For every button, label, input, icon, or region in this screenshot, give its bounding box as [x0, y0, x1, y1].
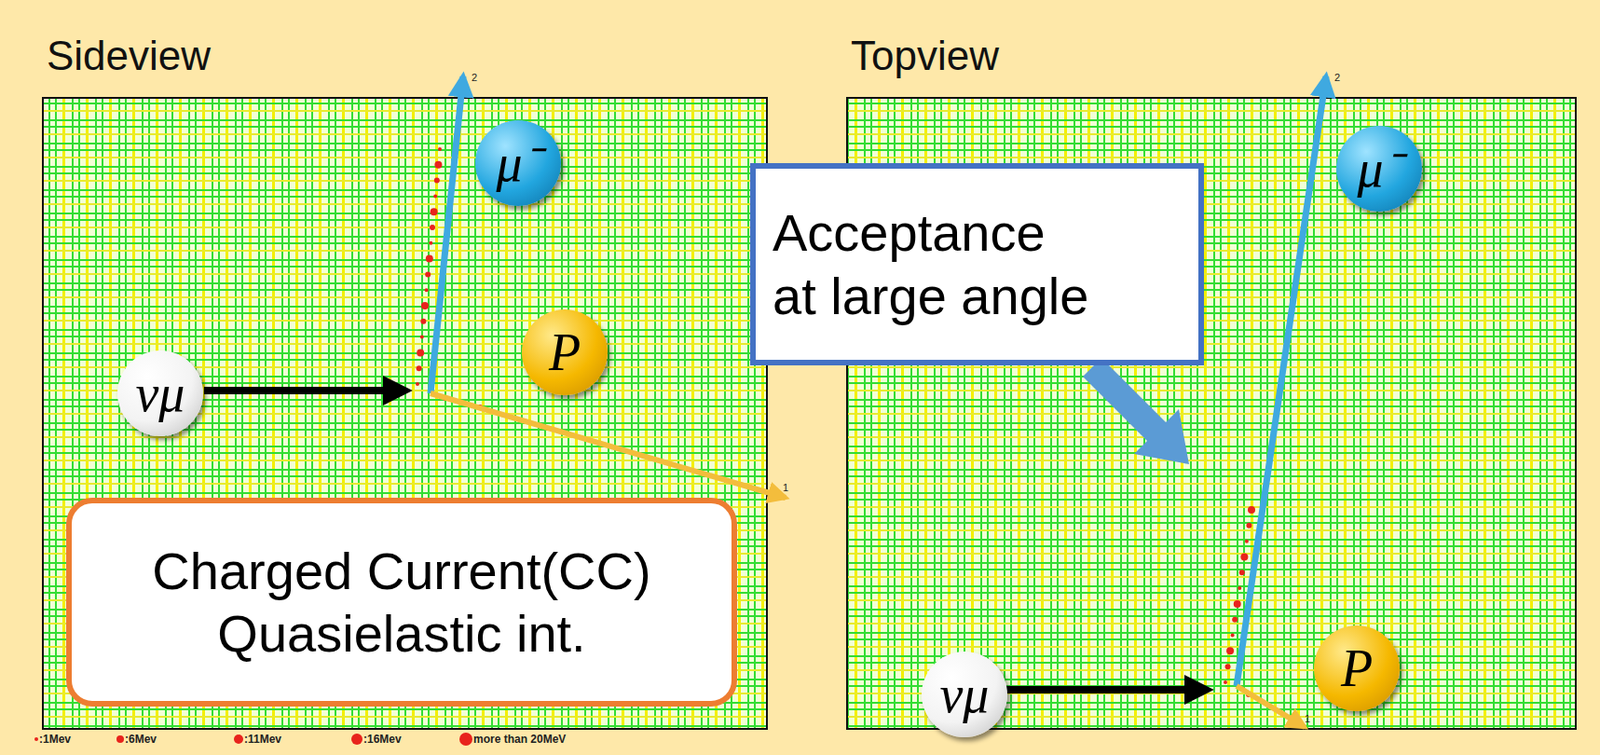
muon-track	[1236, 76, 1327, 686]
legend-text: :1Mev	[39, 732, 71, 746]
particle-symbol: νμ	[940, 668, 990, 721]
track-number: 1	[1304, 713, 1311, 725]
panel-heading: Topview	[847, 32, 999, 81]
view-panel: Sideview μ⁻ PνμCharged Current(CC) Quasiel…	[42, 32, 767, 729]
callout-box: Charged Current(CC) Quasielastic int.	[66, 497, 738, 707]
neutrino-arrow	[1005, 685, 1203, 694]
callout-text: Charged Current(CC) Quasielastic int.	[150, 539, 653, 665]
panel-heading: Sideview	[42, 32, 211, 81]
legend-item: :16Mev	[350, 731, 402, 747]
legend-item: :1Mev	[33, 731, 71, 747]
particle-circle: νμ	[117, 350, 204, 437]
legend-dot	[33, 731, 40, 747]
legend-dot	[232, 731, 245, 747]
particle-circle: νμ	[921, 651, 1008, 738]
legend-dot	[458, 731, 474, 747]
legend-dot	[350, 731, 364, 747]
particle-symbol: μ⁻	[1356, 142, 1401, 195]
particle-circle: P	[1313, 625, 1400, 712]
legend-dot	[115, 731, 125, 747]
particle-symbol: νμ	[136, 367, 186, 420]
particle-circle: μ⁻	[475, 120, 561, 206]
particle-symbol: P	[548, 326, 581, 379]
legend-text: :11Mev	[244, 732, 282, 746]
particle-circle: P	[521, 309, 608, 396]
callout-arrow	[1082, 357, 1190, 465]
legend-text: :16Mev	[363, 732, 402, 746]
legend-item: more than 20MeV	[458, 731, 566, 747]
particle-symbol: P	[1340, 642, 1373, 695]
view-panel: Topview μ⁻ Pνμ	[847, 32, 1576, 729]
detector-grid	[42, 97, 767, 729]
callout-box: Acceptance at large angle	[750, 163, 1204, 366]
muon-track	[430, 76, 464, 394]
proton-track	[430, 393, 786, 498]
legend-item: :11Mev	[232, 731, 282, 747]
track-number: 2	[471, 72, 478, 83]
track-number: 2	[1334, 72, 1341, 83]
legend-text: :6Mev	[124, 732, 157, 746]
particle-circle: μ⁻	[1336, 125, 1423, 212]
callout-text: Acceptance at large angle	[772, 201, 1093, 327]
track-number: 1	[782, 482, 789, 493]
particle-symbol: μ⁻	[495, 136, 540, 190]
neutrino-arrow	[204, 386, 401, 395]
legend-item: :6Mev	[115, 731, 157, 747]
legend-text: more than 20MeV	[473, 732, 566, 746]
proton-track	[1236, 685, 1305, 727]
